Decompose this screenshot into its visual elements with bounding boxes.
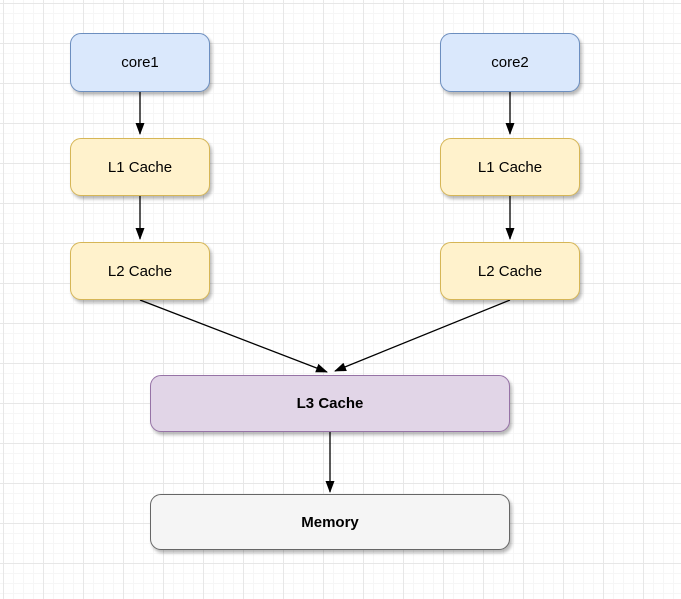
node-label-l1-right: L1 Cache [477,158,543,176]
node-l2-right[interactable]: L2 Cache [440,242,580,300]
node-label-core2: core2 [491,54,529,71]
node-label-memory: Memory [301,513,359,531]
node-label-l3: L3 Cache [296,395,364,412]
node-core2[interactable]: core2 [440,33,580,92]
node-memory[interactable]: Memory [150,494,510,550]
node-label-l2-right: L2 Cache [477,262,543,280]
node-l2-left[interactable]: L2 Cache [70,242,210,300]
node-l1-right[interactable]: L1 Cache [440,138,580,196]
node-label-core1: core1 [121,54,159,71]
node-label-l2-left: L2 Cache [107,262,173,280]
node-label-l1-left: L1 Cache [107,158,173,176]
edge-l2-left-to-l3 [139,299,328,373]
node-l1-left[interactable]: L1 Cache [70,138,210,196]
edge-l2-right-to-l3 [334,299,511,372]
node-core1[interactable]: core1 [70,33,210,92]
node-l3[interactable]: L3 Cache [150,375,510,432]
